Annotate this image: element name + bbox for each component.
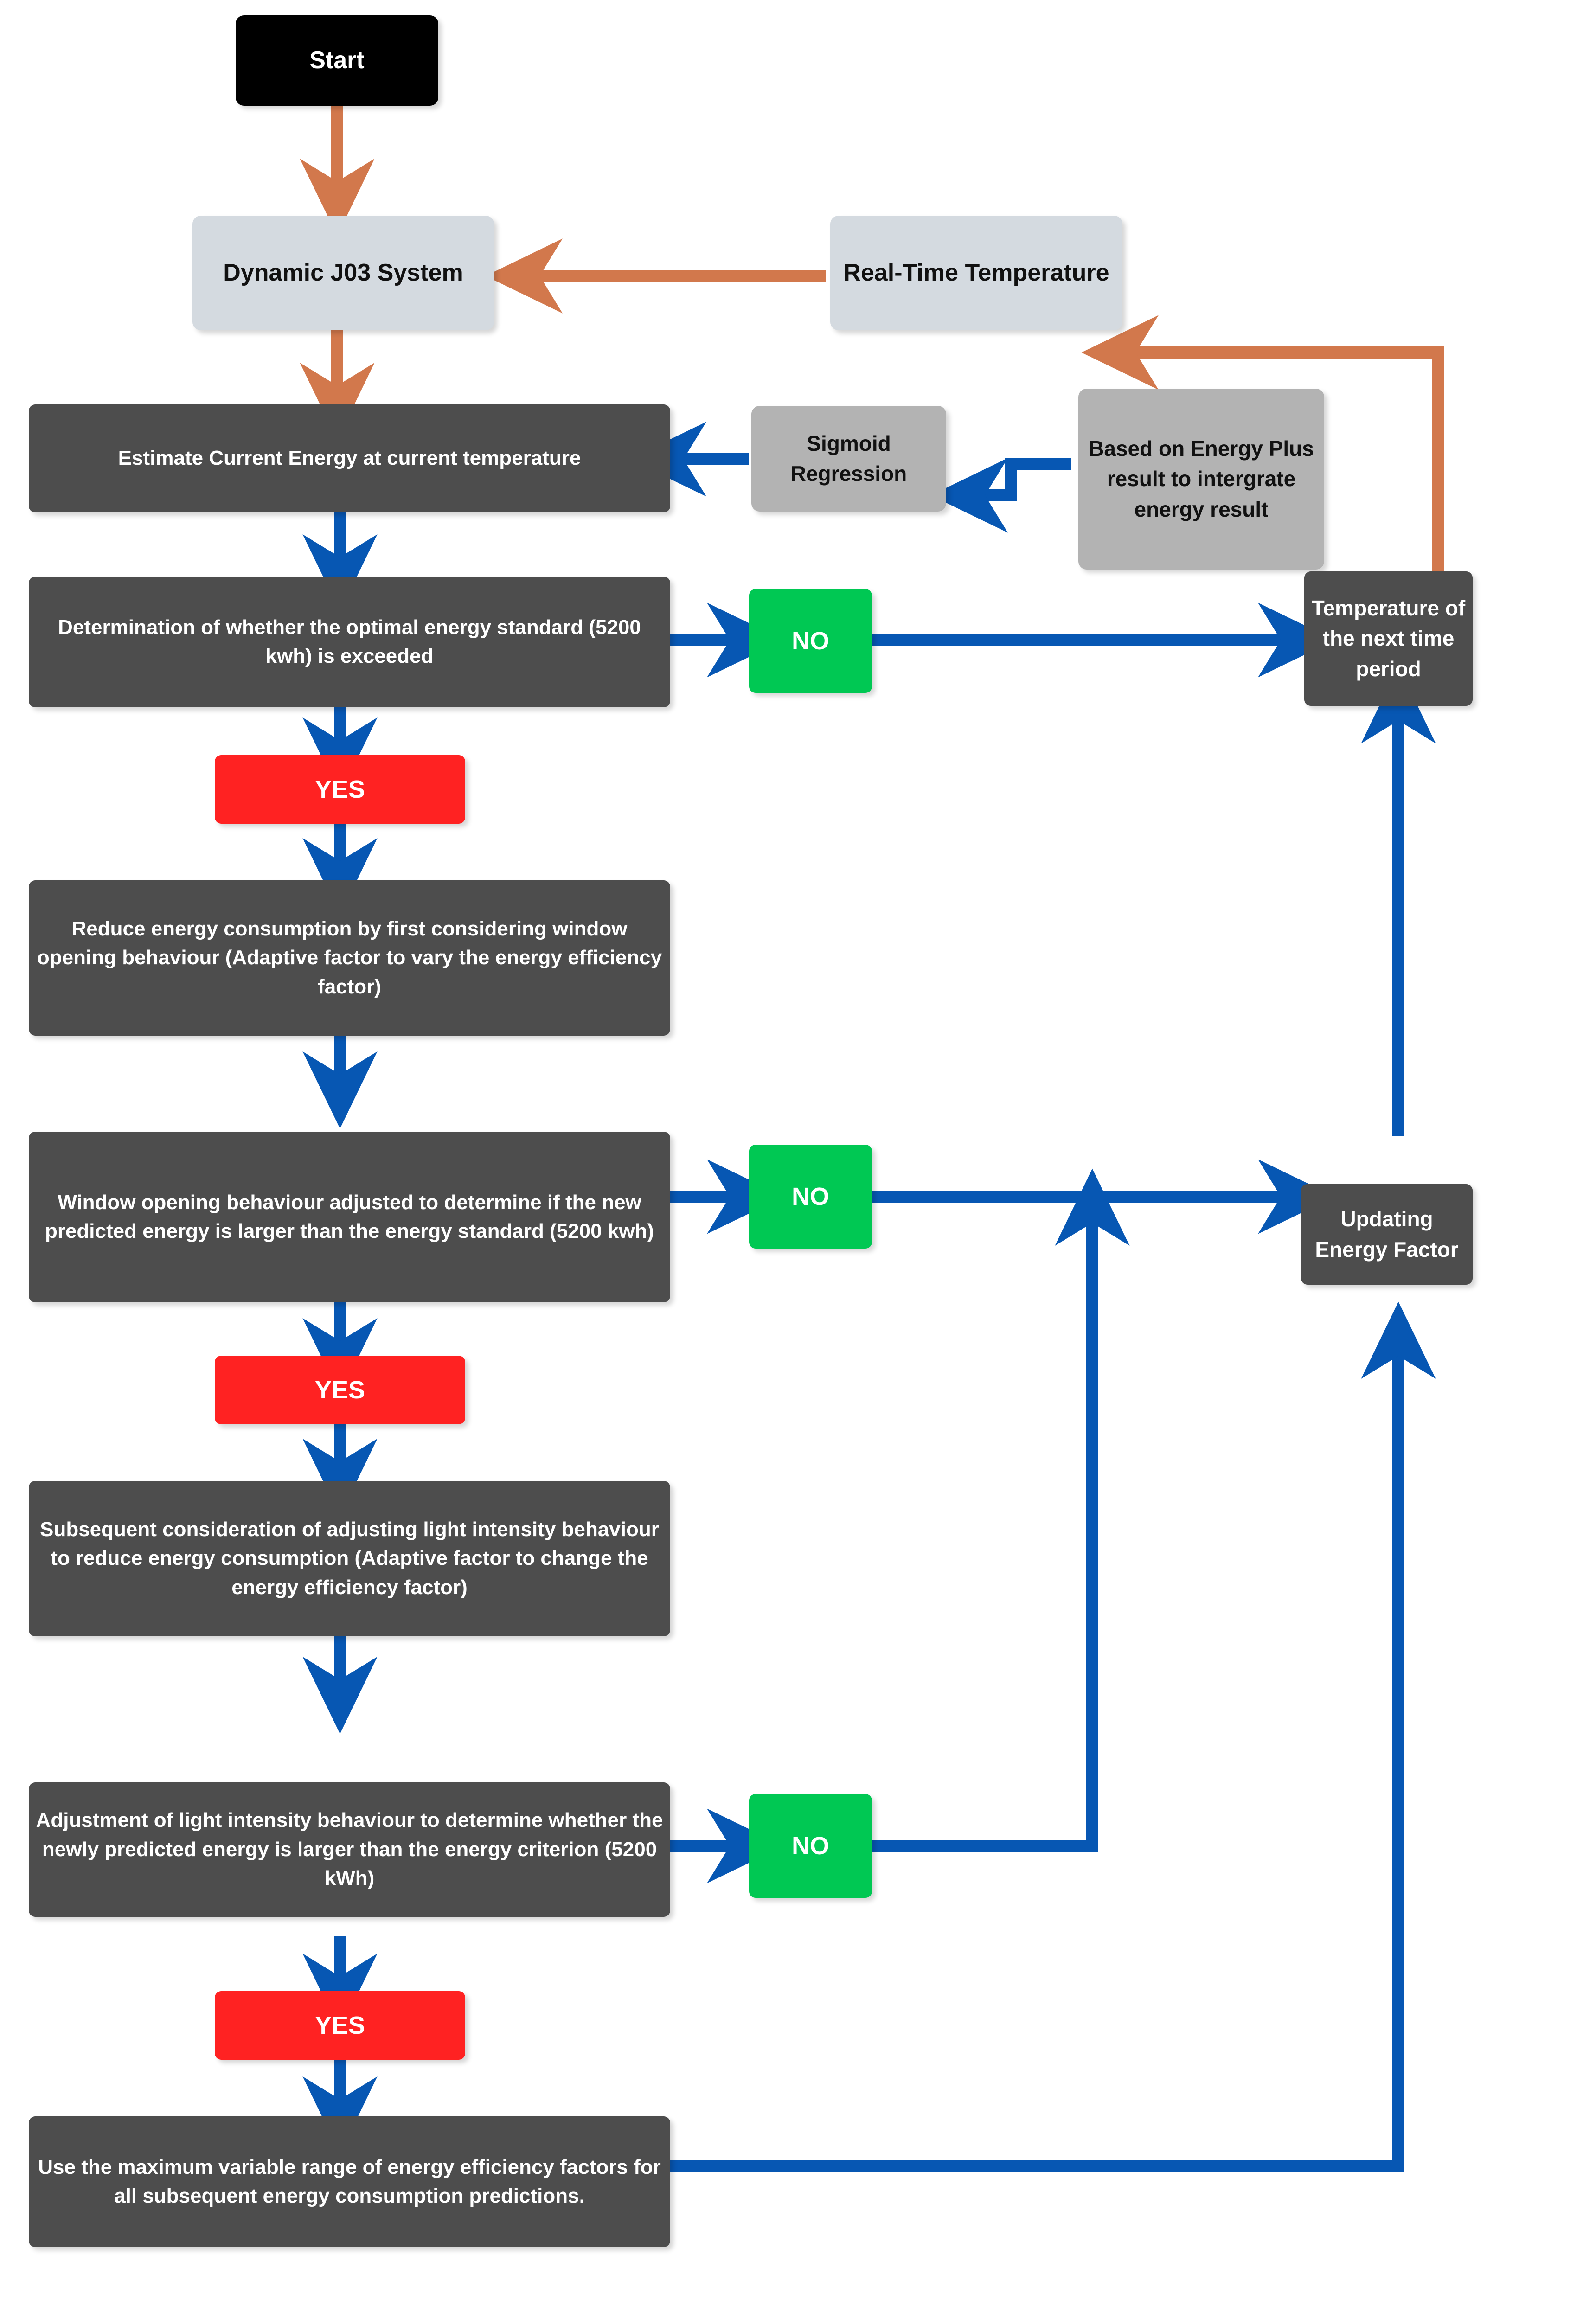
node-estimate-energy[interactable]: Estimate Current Energy at current tempe… [29,404,670,512]
node-temperature-next-period-label: Temperature of the next time period [1311,596,1466,681]
node-decision-light[interactable]: Adjustment of light intensity behaviour … [29,1782,670,1917]
node-dynamic-system[interactable]: Dynamic J03 System [192,216,494,330]
node-start[interactable]: Start [236,15,438,106]
node-yes-2[interactable]: YES [215,1356,465,1424]
node-use-max-range-label: Use the maximum variable range of energy… [38,2155,661,2207]
node-dynamic-system-label: Dynamic J03 System [223,259,463,286]
node-subsequent-light[interactable]: Subsequent consideration of adjusting li… [29,1481,670,1636]
node-updating-energy-factor-label: Updating Energy Factor [1315,1207,1459,1262]
node-no-1-label: NO [792,627,829,655]
node-no-1[interactable]: NO [749,589,872,693]
node-based-on-energy-plus-label: Based on Energy Plus result to intergrat… [1089,436,1314,521]
node-sigmoid-regression-label: Sigmoid Regression [790,431,907,486]
node-decision-optimal-label: Determination of whether the optimal ene… [58,615,641,667]
node-decision-optimal[interactable]: Determination of whether the optimal ene… [29,577,670,707]
node-real-time-temperature-label: Real-Time Temperature [843,259,1109,286]
node-yes-3[interactable]: YES [215,1991,465,2060]
node-no-3[interactable]: NO [749,1794,872,1898]
node-subsequent-light-label: Subsequent consideration of adjusting li… [40,1518,659,1599]
node-yes-2-label: YES [314,1376,365,1404]
node-decision-window-label: Window opening behaviour adjusted to det… [45,1191,654,1243]
node-no-2[interactable]: NO [749,1145,872,1249]
node-updating-energy-factor[interactable]: Updating Energy Factor [1301,1184,1473,1285]
node-yes-3-label: YES [314,2011,365,2039]
node-use-max-range[interactable]: Use the maximum variable range of energy… [29,2116,670,2247]
node-reduce-energy[interactable]: Reduce energy consumption by first consi… [29,880,670,1036]
node-yes-1-label: YES [314,775,365,803]
node-yes-1[interactable]: YES [215,755,465,824]
node-sigmoid-regression[interactable]: Sigmoid Regression [751,406,946,512]
node-no-3-label: NO [792,1832,829,1860]
node-no-2-label: NO [792,1182,829,1211]
node-real-time-temperature[interactable]: Real-Time Temperature [830,216,1122,330]
node-temperature-next-period[interactable]: Temperature of the next time period [1304,571,1473,706]
node-estimate-energy-label: Estimate Current Energy at current tempe… [118,447,581,470]
node-decision-light-label: Adjustment of light intensity behaviour … [36,1809,663,1890]
node-decision-window[interactable]: Window opening behaviour adjusted to det… [29,1132,670,1302]
node-reduce-energy-label: Reduce energy consumption by first consi… [37,917,662,998]
node-based-on-energy-plus[interactable]: Based on Energy Plus result to intergrat… [1078,389,1324,570]
node-start-label: Start [309,46,365,74]
